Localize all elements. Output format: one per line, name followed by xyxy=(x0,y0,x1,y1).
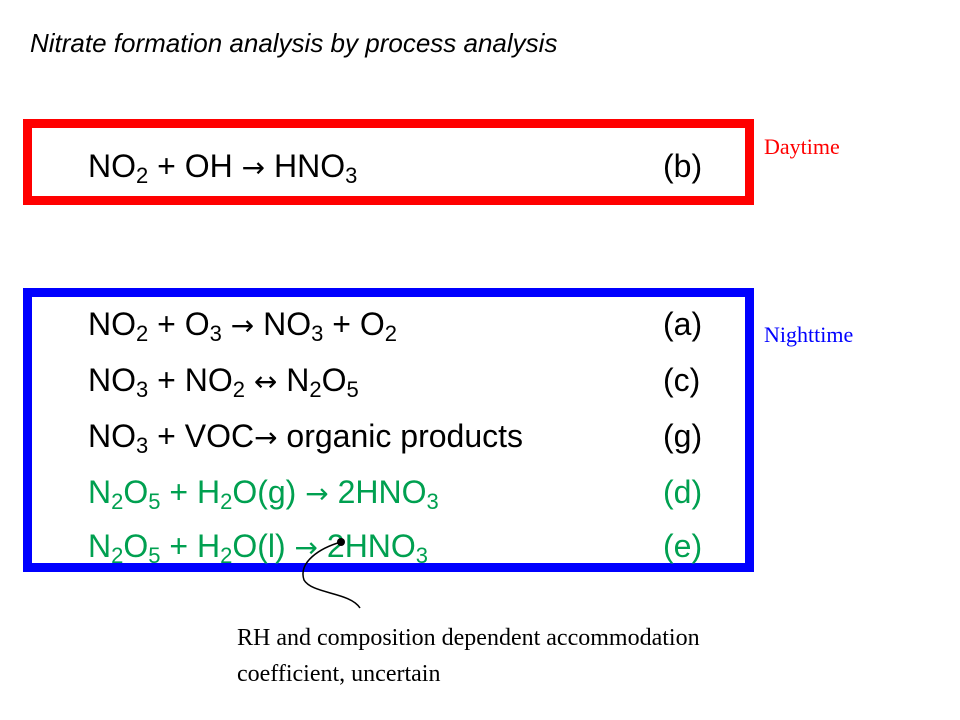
reaction-arrow: → xyxy=(254,421,278,454)
daytime-box xyxy=(23,119,754,205)
reaction-tag: (b) xyxy=(663,148,703,184)
callout-curve xyxy=(302,541,361,609)
text-part: + O xyxy=(323,306,385,342)
reaction-formula: NO2 + O3 → NO3 + O2 xyxy=(88,302,397,348)
text-part: NO xyxy=(254,306,312,342)
reaction-tag: (g) xyxy=(663,418,703,454)
text-part: O xyxy=(123,528,149,564)
text-part: N xyxy=(88,474,112,510)
reaction-b: NO2 + OH → HNO3 (b) xyxy=(88,144,738,188)
reaction-c: NO3 + NO2 ↔ N2O5 (c) xyxy=(88,358,738,402)
subscript: 2 xyxy=(136,163,149,188)
text-part: N xyxy=(277,362,310,398)
text-part: 2HNO xyxy=(318,528,416,564)
text-part: + H xyxy=(160,474,221,510)
text-part: NO xyxy=(88,362,136,398)
subscript: 2 xyxy=(220,489,233,514)
reaction-tag: (e) xyxy=(663,528,703,564)
reaction-tag: (d) xyxy=(663,474,703,510)
text-part: O(g) xyxy=(232,474,306,510)
reaction-arrow: → xyxy=(230,309,255,342)
reaction-formula: NO2 + OH → HNO3 xyxy=(88,144,357,190)
text-part: + VOC xyxy=(148,418,255,454)
note-line: RH and composition dependent accommodati… xyxy=(237,625,700,651)
subscript: 3 xyxy=(426,489,439,514)
text-part: HNO xyxy=(265,148,346,184)
note-line: coefficient, uncertain xyxy=(237,661,441,687)
text-part: + O xyxy=(148,306,210,342)
subscript: 3 xyxy=(311,321,324,346)
text-part: NO xyxy=(88,148,136,184)
subscript: 3 xyxy=(136,433,149,458)
subscript: 3 xyxy=(209,321,222,346)
reaction-formula: NO3 + VOC→ organic products xyxy=(88,414,523,460)
reaction-d: N2O5 + H2O(g) → 2HNO3 (d) xyxy=(88,470,738,514)
reaction-formula: N2O5 + H2O(g) → 2HNO3 xyxy=(88,470,439,516)
reaction-e: N2O5 + H2O(l) → 2HNO3 (e) xyxy=(88,524,738,568)
slide-title: Nitrate formation analysis by process an… xyxy=(30,28,558,58)
subscript: 3 xyxy=(345,163,358,188)
text-part: + OH xyxy=(148,148,242,184)
reaction-formula: N2O5 + H2O(l) → 2HNO3 xyxy=(88,524,428,570)
reaction-a: NO2 + O3 → NO3 + O2 (a) xyxy=(88,302,738,346)
text-part xyxy=(245,362,254,398)
text-part: + NO xyxy=(148,362,233,398)
text-part: 2HNO xyxy=(328,474,427,510)
text-part: O xyxy=(321,362,347,398)
subscript: 2 xyxy=(136,321,149,346)
subscript: 3 xyxy=(415,543,429,568)
text-part: organic products xyxy=(277,418,523,454)
text-part: NO xyxy=(88,418,136,454)
text-part xyxy=(222,306,231,342)
subscript: 2 xyxy=(220,543,233,568)
reaction-arrow: → xyxy=(305,477,329,510)
text-part: O(l) xyxy=(232,528,295,564)
text-part: N xyxy=(88,528,112,564)
daytime-label: Daytime xyxy=(764,134,840,159)
reaction-arrow: ↔ xyxy=(253,365,278,398)
subscript: 2 xyxy=(309,377,322,402)
nighttime-label: Nighttime xyxy=(764,322,854,347)
subscript: 2 xyxy=(232,377,245,402)
subscript: 3 xyxy=(136,377,149,402)
reaction-tag: (a) xyxy=(663,306,703,342)
text-part: NO xyxy=(88,306,136,342)
accommodation-note: RH and composition dependent accommodati… xyxy=(237,620,937,692)
subscript: 5 xyxy=(148,543,161,568)
reaction-arrow: → xyxy=(241,151,266,184)
text-part: + H xyxy=(160,528,221,564)
text-part: O xyxy=(123,474,149,510)
nighttime-box xyxy=(23,288,754,572)
callout-line xyxy=(302,538,361,609)
reaction-formula: NO3 + NO2 ↔ N2O5 xyxy=(88,358,359,404)
subscript: 2 xyxy=(111,489,124,514)
subscript: 5 xyxy=(148,489,161,514)
subscript: 2 xyxy=(111,543,124,568)
subscript: 5 xyxy=(346,377,359,402)
reaction-tag: (c) xyxy=(663,362,701,398)
subscript: 2 xyxy=(384,321,397,346)
reaction-g: NO3 + VOC→ organic products (g) xyxy=(88,414,738,458)
